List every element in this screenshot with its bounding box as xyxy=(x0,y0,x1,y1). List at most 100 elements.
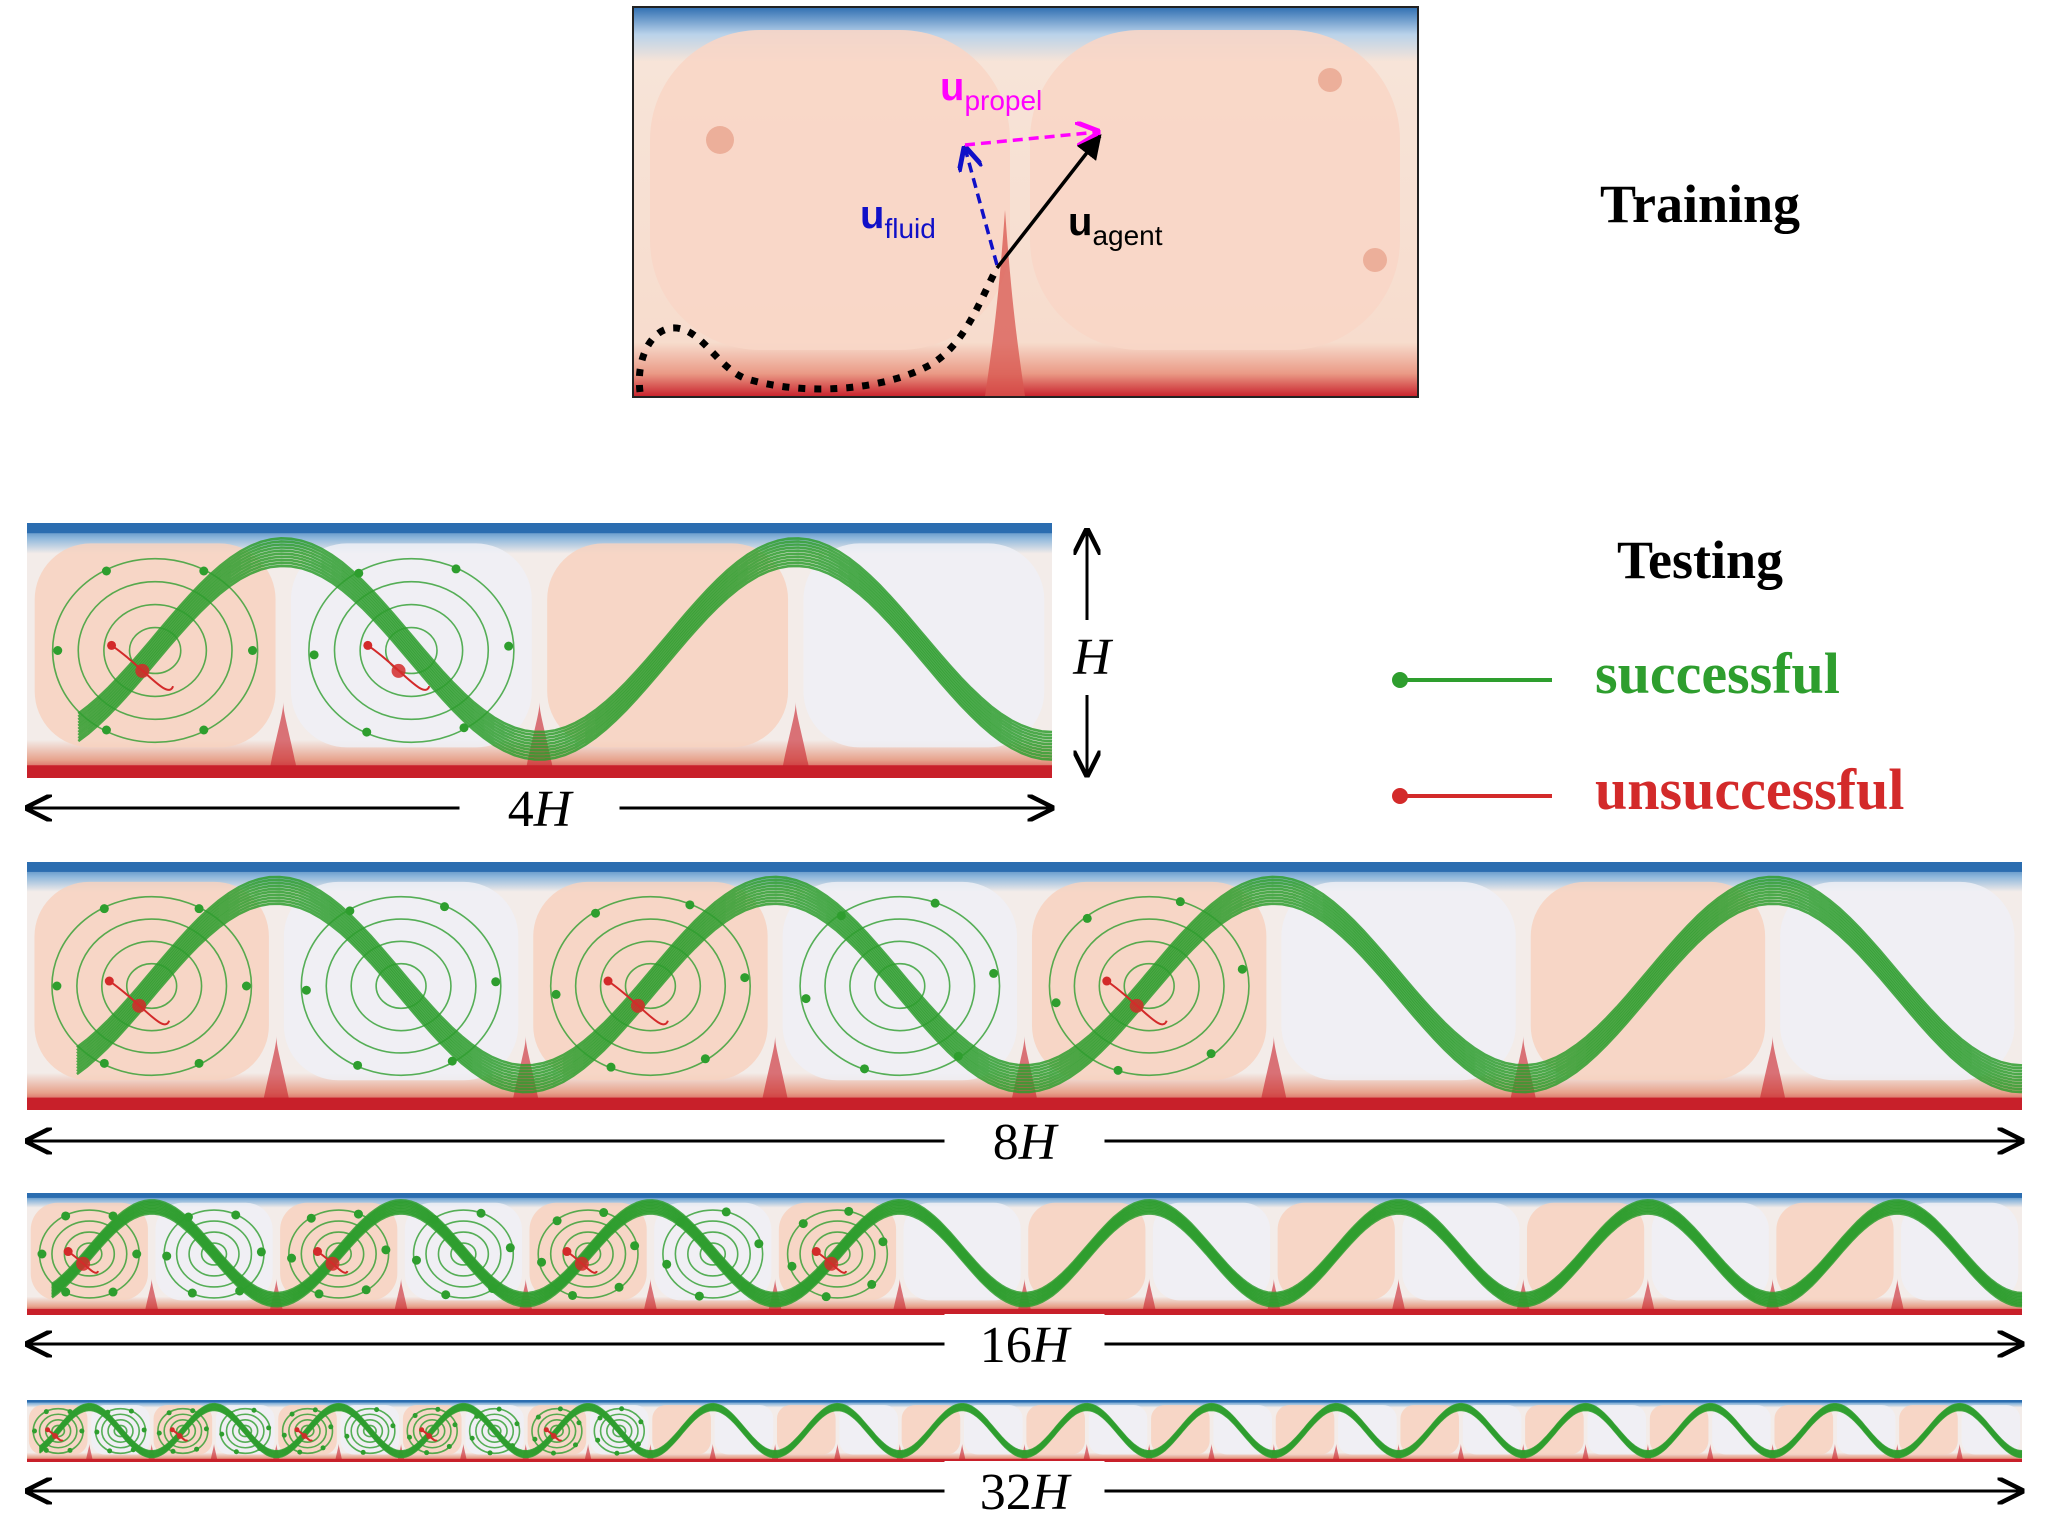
agent-start-point xyxy=(636,1441,642,1447)
successful-trajectory xyxy=(77,536,1053,734)
thermal-plume xyxy=(334,1443,343,1462)
agent-start-point xyxy=(989,968,999,978)
agent-start-point xyxy=(836,911,846,921)
agent-start-point xyxy=(591,908,601,918)
training-plume xyxy=(985,210,1025,396)
successful-trajectory xyxy=(77,546,1053,743)
swirl-trajectory xyxy=(574,918,727,1054)
agent-start-point xyxy=(447,1056,457,1066)
swirl-trajectory xyxy=(437,1231,490,1277)
swirl-trajectory xyxy=(238,1424,253,1438)
unsuccessful-trajectory xyxy=(1106,980,1168,1026)
agent-start-point xyxy=(381,1245,391,1255)
agent-start-point xyxy=(187,1288,197,1298)
agent-start-point xyxy=(419,1427,425,1433)
agent-start-point xyxy=(194,1446,200,1452)
swirl-trajectory xyxy=(384,626,438,675)
swirl-trajectory xyxy=(362,1424,377,1438)
agent-start-point xyxy=(53,646,63,655)
unsuccessful-trajectory xyxy=(367,644,431,691)
agent-start-point xyxy=(595,1437,601,1443)
swirl-trajectory xyxy=(1098,940,1200,1032)
agent-start-point xyxy=(37,1249,47,1259)
successful-trajectory xyxy=(77,555,1053,752)
training-swirl xyxy=(706,126,734,154)
agent-start-point xyxy=(532,1436,538,1442)
successful-trajectory xyxy=(77,552,1053,749)
agent-start-point xyxy=(543,1427,549,1433)
swirl-trajectory xyxy=(101,1413,141,1449)
unsuccessful-cluster xyxy=(1129,998,1144,1013)
u-agent-arrow xyxy=(995,134,1102,270)
agent-start-point xyxy=(844,1206,854,1216)
agent-start-point xyxy=(551,989,561,999)
training-title: Training xyxy=(1600,174,1800,234)
swirl-trajectory xyxy=(308,557,515,744)
agent-start-point xyxy=(557,1406,563,1412)
thermal-plume xyxy=(1332,1443,1340,1462)
swirl-trajectory xyxy=(300,895,502,1077)
agent-start-point xyxy=(390,1423,396,1429)
agent-start-point xyxy=(328,1424,334,1430)
agent-start-point xyxy=(353,1209,363,1219)
agent-start-point xyxy=(45,1427,51,1433)
agent-start-point xyxy=(306,1213,316,1223)
swirl-trajectory xyxy=(605,1419,633,1443)
swirl-trajectory xyxy=(599,1413,639,1449)
agent-start-point xyxy=(476,1208,486,1218)
u-propel-arrow xyxy=(964,132,1098,147)
agent-start-point xyxy=(754,1239,764,1249)
swirl-trajectory xyxy=(350,940,452,1032)
agent-start-point xyxy=(141,1427,147,1433)
successful-trajectory xyxy=(76,878,2023,1070)
swirl-trajectory xyxy=(113,1424,128,1438)
thermal-plume xyxy=(892,1278,908,1315)
agent-start-point xyxy=(638,1419,644,1425)
thermal-plume xyxy=(261,1035,292,1110)
agent-start-point xyxy=(108,1287,118,1297)
agent-start-point xyxy=(619,1406,625,1412)
thermal-plume xyxy=(1706,1443,1715,1462)
swirl-trajectory xyxy=(849,940,951,1032)
agent-start-point xyxy=(597,1415,603,1421)
agent-start-point xyxy=(61,1287,71,1297)
agent-start-point xyxy=(257,1446,263,1452)
swirl-trajectory xyxy=(786,1209,889,1299)
swirl-trajectory xyxy=(1073,918,1225,1054)
agent-start-point xyxy=(132,1249,142,1259)
agent-start-point xyxy=(79,1428,85,1434)
agent-start-point xyxy=(930,898,940,908)
agent-start-point xyxy=(231,1210,241,1220)
agent-start-point xyxy=(429,1214,439,1224)
swirl-trajectory xyxy=(51,557,259,744)
swirl-trajectory xyxy=(51,895,253,1077)
agent-start-point xyxy=(63,1247,73,1257)
agent-start-point xyxy=(105,1409,111,1415)
agent-start-point xyxy=(821,1292,831,1302)
cold-wall xyxy=(27,523,1052,534)
agent-start-point xyxy=(1206,1049,1216,1059)
swirl-trajectory xyxy=(288,1413,328,1449)
agent-start-point xyxy=(572,1442,578,1448)
agent-start-point xyxy=(104,976,114,986)
agent-start-point xyxy=(61,1211,71,1221)
agent-start-point xyxy=(441,1290,451,1300)
swirl-trajectory xyxy=(475,1413,515,1449)
agent-start-point xyxy=(169,1427,175,1433)
agent-start-point xyxy=(354,568,364,578)
width-label-backdrop xyxy=(459,778,620,838)
training-swirl xyxy=(1318,68,1342,92)
swirl-trajectory xyxy=(163,1413,203,1449)
agent-start-point xyxy=(606,1062,616,1072)
width-label-backdrop xyxy=(944,1461,1105,1521)
agent-start-point xyxy=(363,640,373,650)
hot-wall xyxy=(27,1458,2022,1462)
agent-start-point xyxy=(194,904,204,914)
swirl-trajectory xyxy=(549,1220,627,1288)
swirl-trajectory xyxy=(406,1407,458,1455)
testing-panel-16h: 16H xyxy=(27,1193,2022,1374)
agent-start-point xyxy=(194,1058,204,1068)
swirl-trajectory xyxy=(487,1424,502,1438)
unsuccessful-cluster xyxy=(426,1432,433,1439)
height-indicator: H xyxy=(1072,530,1113,775)
